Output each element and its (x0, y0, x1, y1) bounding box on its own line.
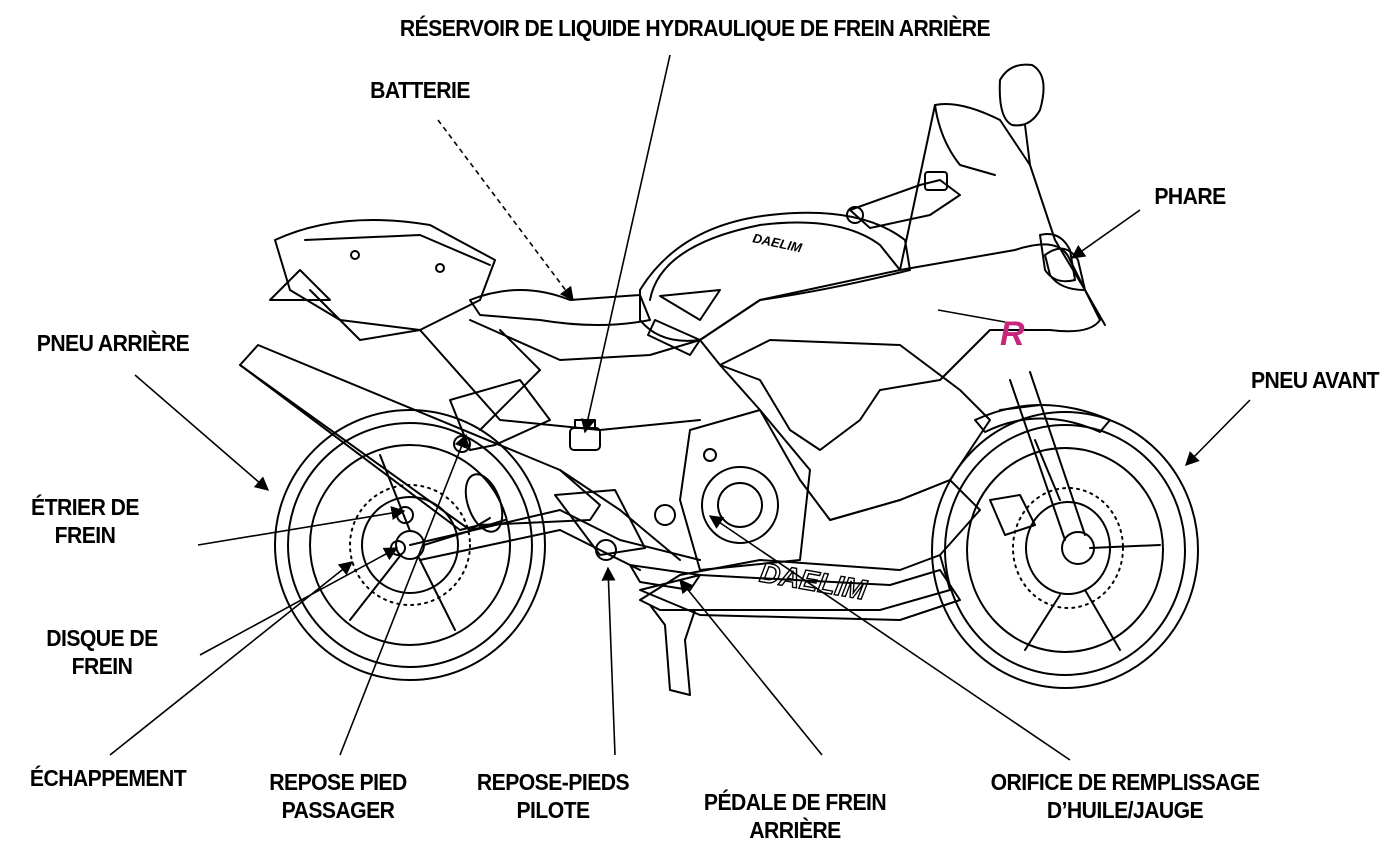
seat (469, 289, 651, 326)
label-rear-tire: PNEU ARRIÈRE (36, 330, 190, 356)
label-battery: BATTERIE (370, 77, 470, 103)
label-exhaust: ÉCHAPPEMENT (29, 765, 187, 791)
rear-wheel (274, 409, 546, 681)
side-stand (649, 604, 696, 696)
callout-battery (437, 119, 574, 302)
callout-headlight (1070, 209, 1141, 259)
handlebar (846, 171, 961, 229)
callout-passenger-peg (339, 433, 468, 756)
label-passenger-peg: REPOSE PIED PASSAGER (269, 769, 407, 823)
callout-rider-peg (601, 566, 616, 756)
callout-disc (199, 547, 399, 656)
frame (409, 319, 701, 571)
label-brake-caliper: ÉTRIER DE FREIN (31, 494, 139, 548)
tank-logo: DAELIM (751, 230, 804, 255)
belly-pan (639, 569, 961, 621)
headlight (1044, 247, 1086, 291)
engine (654, 409, 811, 571)
callout-rear-tire (134, 374, 270, 491)
label-front-tire: PNEU AVANT (1250, 367, 1380, 393)
rider-footpeg (554, 489, 646, 556)
model-badge-stripe (937, 309, 1006, 323)
label-brake-pedal: PÉDALE DE FREIN ARRIÈRE (703, 789, 887, 843)
brake-reservoir (569, 419, 601, 451)
callout-brake-pedal (679, 578, 823, 756)
callout-exhaust (109, 561, 354, 756)
label-brake-disc: DISQUE DE FREIN (46, 625, 158, 679)
model-badge: R (1000, 315, 1025, 353)
label-rider-peg: REPOSE-PIEDS PILOTE (476, 769, 630, 823)
exhaust-pipe (239, 344, 681, 561)
front-brake-caliper (989, 494, 1036, 536)
callout-oil-filler (708, 515, 1071, 761)
callout-caliper (197, 506, 406, 546)
callout-front-tire (1185, 399, 1251, 466)
fairing (639, 103, 1106, 611)
front-fender (974, 404, 1111, 433)
front-wheel (931, 411, 1199, 689)
label-oil-filler: ORIFICE DE REMPLISSAGE D’HUILE/JAUGE (990, 769, 1260, 823)
fuel-tank (649, 221, 901, 301)
tail-section (269, 219, 496, 341)
callout-brake-reservoir (580, 54, 671, 434)
mirror (998, 63, 1045, 166)
label-headlight: PHARE (1154, 183, 1226, 209)
label-brake-reservoir: RÉSERVOIR DE LIQUIDE HYDRAULIQUE DE FREI… (399, 15, 991, 41)
